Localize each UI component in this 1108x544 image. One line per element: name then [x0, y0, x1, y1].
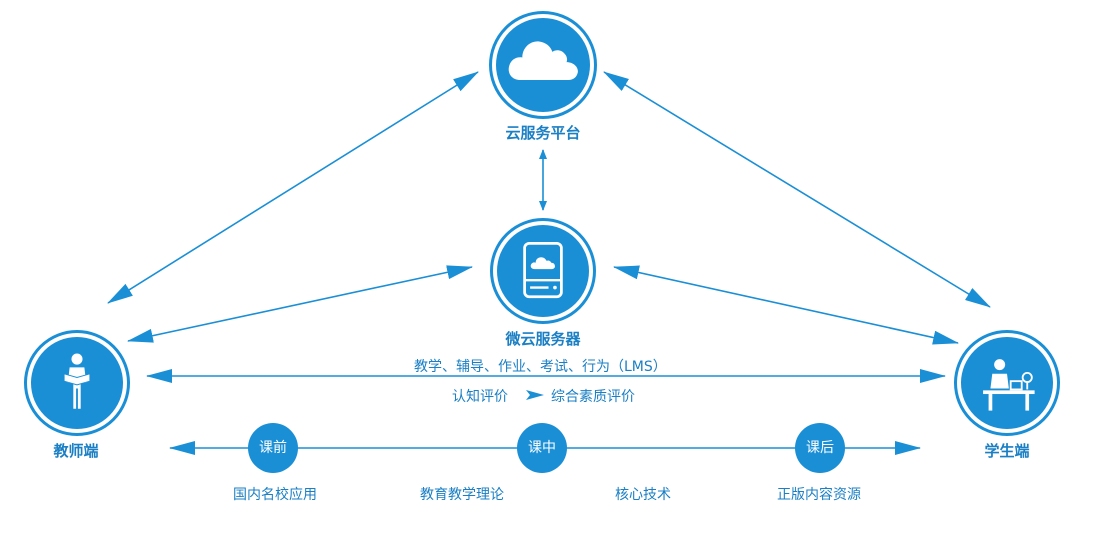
stage-before-class: 课前: [248, 423, 298, 473]
bottom-label-core-tech: 核心技术: [615, 487, 671, 503]
arrow-cloud-teacher: [107, 71, 479, 304]
bottom-label-licensed-content: 正版内容资源: [777, 487, 861, 503]
cloud-icon: [508, 41, 578, 81]
bottom-label-top-schools: 国内名校应用: [233, 487, 317, 503]
stage-during-class: 课中: [517, 423, 567, 473]
teacher-reading-icon: [63, 353, 91, 409]
student-node: [954, 330, 1060, 436]
micro-server-label: 微云服务器: [505, 330, 581, 348]
cloud-platform-node: [489, 11, 597, 119]
student-desk-icon: [983, 359, 1035, 411]
teacher-node: [24, 330, 130, 436]
evaluation-to-label: 综合素质评价: [551, 389, 635, 405]
arrow-server-student: [613, 265, 959, 345]
bottom-label-education-theory: 教育教学理论: [420, 487, 504, 503]
arrow-server-teacher: [127, 265, 473, 343]
stage-after-class: 课后: [795, 423, 845, 473]
teacher-label: 教师端: [53, 442, 99, 460]
cloud-platform-label: 云服务平台: [505, 124, 581, 142]
student-label: 学生端: [984, 442, 1030, 460]
arrow-cloud-student: [603, 71, 991, 308]
lms-text: 教学、辅导、作业、考试、行为（LMS）: [414, 359, 667, 375]
micro-server-node: [490, 218, 596, 324]
evaluation-from-label: 认知评价: [452, 389, 508, 405]
server-drive-icon: [523, 242, 563, 299]
arrow-evaluation: [526, 390, 544, 400]
